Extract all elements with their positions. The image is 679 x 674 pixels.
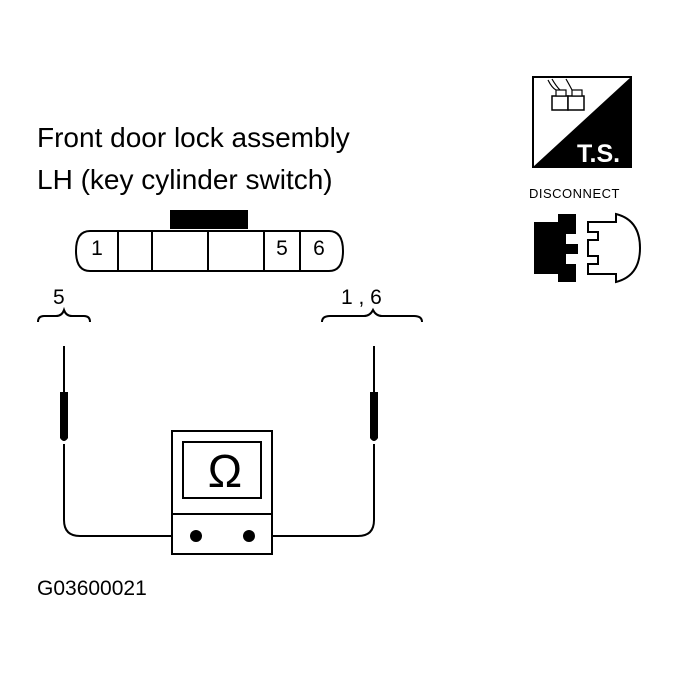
left-test-probe [60,346,196,537]
connector-icon [74,210,345,272]
diagram-title-line-1: Front door lock assembly [37,122,350,153]
connector-pin-6: 6 [313,237,325,260]
right-brace [321,307,423,323]
ohm-symbol: Ω [207,445,243,497]
disconnect-label: DISCONNECT [529,186,620,201]
harness-connector-icon [532,76,632,168]
left-brace [37,306,91,323]
left-probe-terminal-label: 5 [53,286,65,309]
disconnected-connector-icon [534,212,642,284]
right-test-probe [249,346,378,537]
ohmmeter-icon [171,430,273,555]
connector-pin-5: 5 [276,237,288,260]
ts-badge-label: T.S. [577,140,621,168]
figure-id: G03600021 [37,577,147,600]
right-probe-terminal-label: 1 , 6 [341,286,382,309]
connector-pin-1: 1 [91,237,103,260]
diagram-title-line-2: LH (key cylinder switch) [37,164,333,195]
